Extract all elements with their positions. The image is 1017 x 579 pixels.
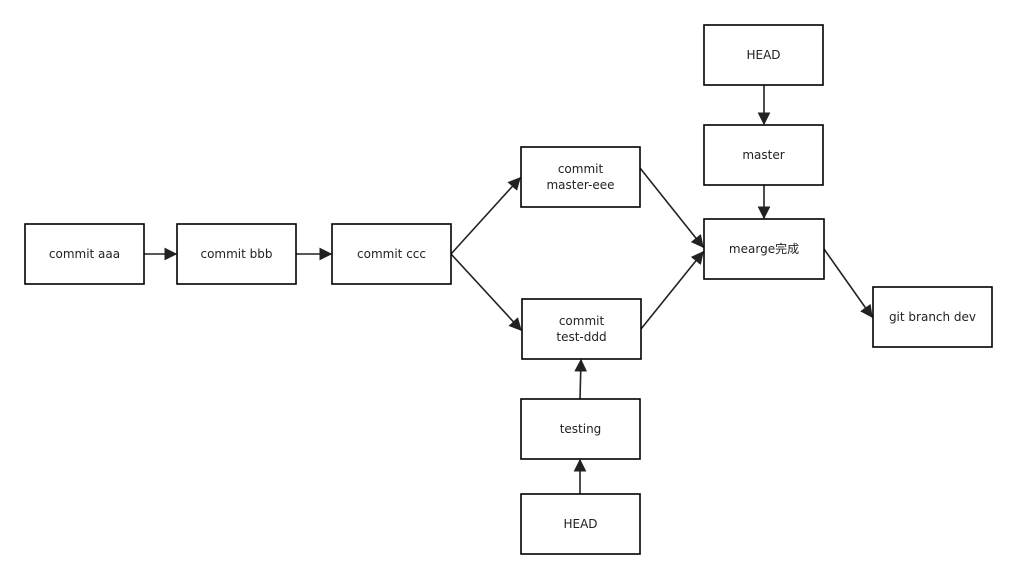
node-merge-done: mearge完成 (703, 218, 825, 280)
node-commit-master-eee: commit master-eee (520, 146, 641, 208)
edge-commit-test-ddd-to-merge-done (640, 251, 704, 330)
node-label: HEAD (746, 48, 780, 62)
arrow-line (450, 253, 522, 331)
node-box (331, 223, 452, 285)
node-label: commit ccc (357, 247, 426, 261)
arrow-line (823, 248, 873, 319)
arrow-line (450, 177, 521, 255)
node-label: master-eee (546, 178, 614, 192)
node-label: testing (560, 422, 602, 436)
node-box (872, 286, 993, 348)
edge-commit-ccc-to-commit-master-eee (450, 177, 521, 255)
node-label: mearge完成 (729, 241, 799, 256)
node-label: HEAD (563, 517, 597, 531)
nodes: commit aaa commit bbb commit ccc commit mast… (24, 24, 993, 555)
node-commit-aaa: commit aaa (24, 223, 145, 285)
node-box (24, 223, 145, 285)
node-label: commit aaa (49, 247, 120, 261)
node-box (703, 124, 824, 186)
node-head-testing: HEAD (520, 493, 641, 555)
node-label: test-ddd (556, 330, 606, 344)
edges (144, 85, 873, 494)
node-box (520, 493, 641, 555)
node-box (176, 223, 297, 285)
edge-testing-to-commit-test-ddd (574, 358, 588, 400)
arrow-line (574, 358, 588, 400)
node-commit-test-ddd: commit test-ddd (521, 298, 642, 360)
node-box (520, 398, 641, 460)
arrow-line (639, 167, 704, 249)
node-box (703, 218, 825, 280)
node-commit-bbb: commit bbb (176, 223, 297, 285)
node-label: master (742, 148, 784, 162)
node-label: git branch dev (889, 310, 976, 324)
node-master: master (703, 124, 824, 186)
arrow-line (640, 251, 704, 330)
node-label: commit (559, 314, 605, 328)
node-label: commit (558, 162, 604, 176)
node-commit-ccc: commit ccc (331, 223, 452, 285)
node-label: commit bbb (200, 247, 272, 261)
edge-commit-master-eee-to-merge-done (639, 167, 704, 249)
edge-merge-done-to-git-branch-dev (823, 248, 873, 319)
node-head-master: HEAD (703, 24, 824, 86)
node-testing: testing (520, 398, 641, 460)
node-git-branch-dev: git branch dev (872, 286, 993, 348)
edge-commit-ccc-to-commit-test-ddd (450, 253, 522, 331)
node-box (521, 298, 642, 360)
node-box (703, 24, 824, 86)
node-box (520, 146, 641, 208)
